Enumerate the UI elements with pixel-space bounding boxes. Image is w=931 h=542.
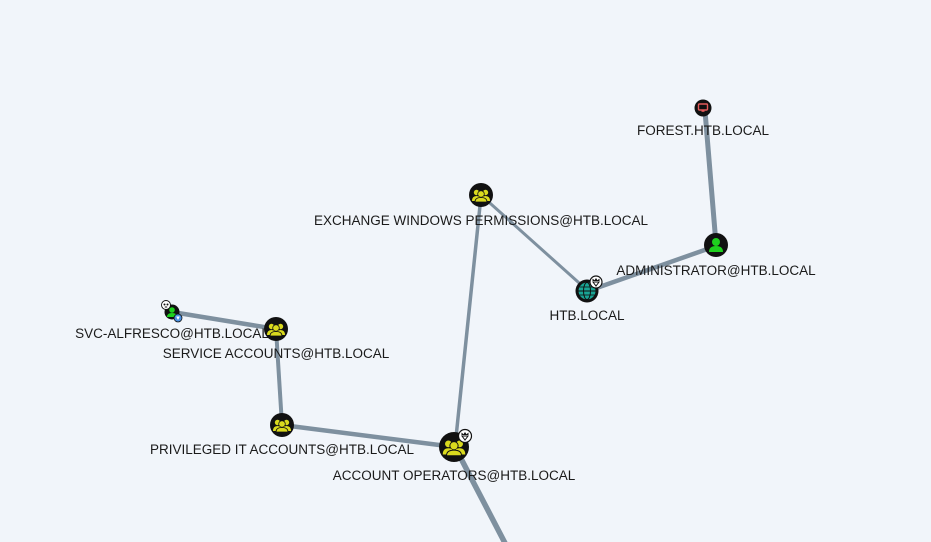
node-label-account-operators: ACCOUNT OPERATORS@HTB.LOCAL: [333, 468, 576, 483]
edge-account-operators-exchange[interactable]: [453, 194, 483, 449]
node-label-svc-alfresco: SVC-ALFRESCO@HTB.LOCAL: [75, 326, 269, 341]
node-label-administrator: ADMINISTRATOR@HTB.LOCAL: [616, 263, 816, 278]
edge-svc-alfresco-service-accounts[interactable]: [169, 309, 279, 332]
edge-forest-administrator[interactable]: [702, 108, 719, 247]
crown-badge-icon: [589, 275, 603, 289]
edge-exchange-htb-local[interactable]: [480, 194, 589, 292]
node-label-service-accounts: SERVICE ACCOUNTS@HTB.LOCAL: [163, 346, 390, 361]
computer-icon: [697, 103, 709, 112]
node-exchange-windows-permissions[interactable]: [469, 183, 493, 207]
node-label-exchange-windows-permissions: EXCHANGE WINDOWS PERMISSIONS@HTB.LOCAL: [314, 213, 648, 228]
user-icon: [709, 238, 723, 252]
edge-administrator-htb-local[interactable]: [585, 243, 719, 294]
node-htb-local[interactable]: [575, 275, 603, 303]
group-icon: [472, 189, 490, 203]
edge-service-accounts-privileged-it[interactable]: [274, 327, 284, 427]
globe-icon: [578, 282, 596, 300]
crown-badge-icon: [457, 428, 473, 444]
node-service-accounts[interactable]: [264, 317, 288, 341]
node-svc-alfresco[interactable]: [161, 300, 183, 323]
node-administrator[interactable]: [704, 233, 728, 257]
node-label-forest: FOREST.HTB.LOCAL: [637, 123, 770, 138]
skull-badge-icon: [161, 300, 171, 310]
group-icon: [273, 419, 291, 433]
node-forest[interactable]: [694, 99, 712, 117]
node-circle: [694, 99, 712, 117]
node-label-privileged-it-accounts: PRIVILEGED IT ACCOUNTS@HTB.LOCAL: [150, 442, 415, 457]
edge-privileged-it-account-operators[interactable]: [279, 422, 458, 450]
edge-account-operators-offscreen[interactable]: [452, 444, 508, 542]
node-account-operators[interactable]: [439, 428, 473, 463]
node-privileged-it-accounts[interactable]: [270, 413, 294, 437]
node-label-htb-local: HTB.LOCAL: [549, 308, 625, 323]
shield-badge-icon: [173, 313, 183, 323]
group-icon: [442, 440, 466, 457]
edges: [169, 108, 719, 542]
group-icon: [267, 323, 285, 337]
